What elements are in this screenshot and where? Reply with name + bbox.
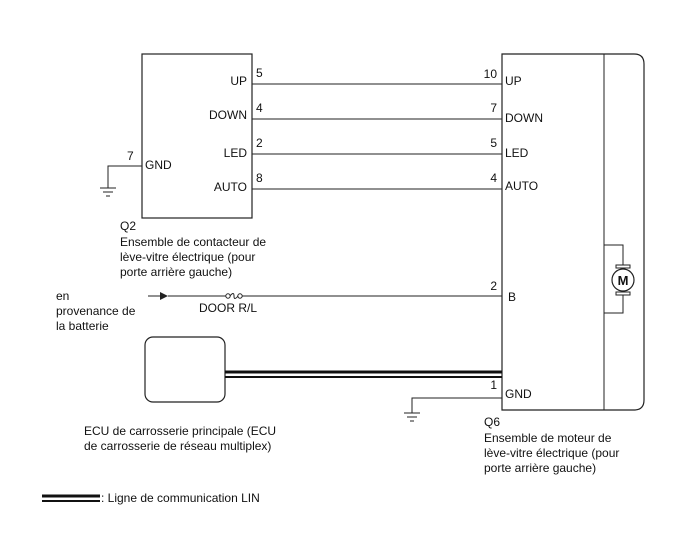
motor-b-label: B bbox=[508, 290, 516, 304]
lin-bus bbox=[225, 370, 502, 378]
motor-b-num: 2 bbox=[490, 279, 497, 293]
motor-desc-2: lève-vitre électrique (pour bbox=[484, 446, 619, 460]
switch-pin-num-led: 2 bbox=[256, 136, 263, 150]
motor-pin-label-down: DOWN bbox=[505, 111, 543, 125]
legend-text: : Ligne de communication LIN bbox=[101, 491, 260, 505]
motor-desc-3: porte arrière gauche) bbox=[484, 461, 596, 475]
switch-pin-num-auto: 8 bbox=[256, 171, 263, 185]
ecu-label-2: de carrosserie de réseau multiplex) bbox=[84, 439, 271, 453]
fuse-icon bbox=[225, 293, 243, 299]
switch-gnd-label: GND bbox=[145, 158, 172, 172]
switch-desc-2: lève-vitre électrique (pour bbox=[120, 250, 255, 264]
switch-ref: Q2 bbox=[120, 219, 136, 233]
motor-pin-num-auto: 4 bbox=[490, 171, 497, 185]
motor-pin-label-up: UP bbox=[505, 74, 522, 88]
switch-pin-label-down: DOWN bbox=[209, 108, 247, 122]
battery-label-3: la batterie bbox=[56, 319, 109, 333]
motor-pin-num-led: 5 bbox=[490, 136, 497, 150]
motor-desc-1: Ensemble de moteur de bbox=[484, 431, 612, 445]
switch-ground-icon bbox=[100, 165, 142, 197]
legend-lin-swatch bbox=[42, 494, 100, 502]
fuse-label: DOOR R/L bbox=[199, 301, 257, 315]
motor-icon bbox=[604, 244, 635, 314]
ecu-box bbox=[144, 336, 226, 403]
battery-label-1: en bbox=[56, 289, 69, 303]
switch-gnd-num: 7 bbox=[127, 149, 134, 163]
motor-ground-icon bbox=[404, 397, 502, 422]
motor-symbol-label: M bbox=[618, 273, 629, 288]
switch-pin-num-down: 4 bbox=[256, 101, 263, 115]
battery-label-2: provenance de bbox=[56, 304, 136, 318]
switch-box bbox=[141, 53, 253, 219]
motor-pin-num-up: 10 bbox=[484, 67, 498, 81]
motor-pin-label-auto: AUTO bbox=[505, 179, 538, 193]
motor-ref: Q6 bbox=[484, 415, 500, 429]
motor-gnd-num: 1 bbox=[490, 378, 497, 392]
switch-desc-1: Ensemble de contacteur de bbox=[120, 235, 266, 249]
ecu-label-1: ECU de carrosserie principale (ECU bbox=[84, 424, 276, 438]
switch-pin-num-up: 5 bbox=[256, 66, 263, 80]
switch-pin-label-auto: AUTO bbox=[214, 180, 247, 194]
motor-gnd-label: GND bbox=[505, 387, 532, 401]
motor-pin-label-led: LED bbox=[505, 146, 529, 160]
battery-wire bbox=[148, 292, 502, 300]
switch-desc-3: porte arrière gauche) bbox=[120, 265, 232, 279]
motor-pin-num-down: 7 bbox=[490, 101, 497, 115]
switch-pin-label-led: LED bbox=[224, 146, 248, 160]
motor-box bbox=[501, 53, 645, 411]
switch-pin-label-up: UP bbox=[230, 74, 247, 88]
